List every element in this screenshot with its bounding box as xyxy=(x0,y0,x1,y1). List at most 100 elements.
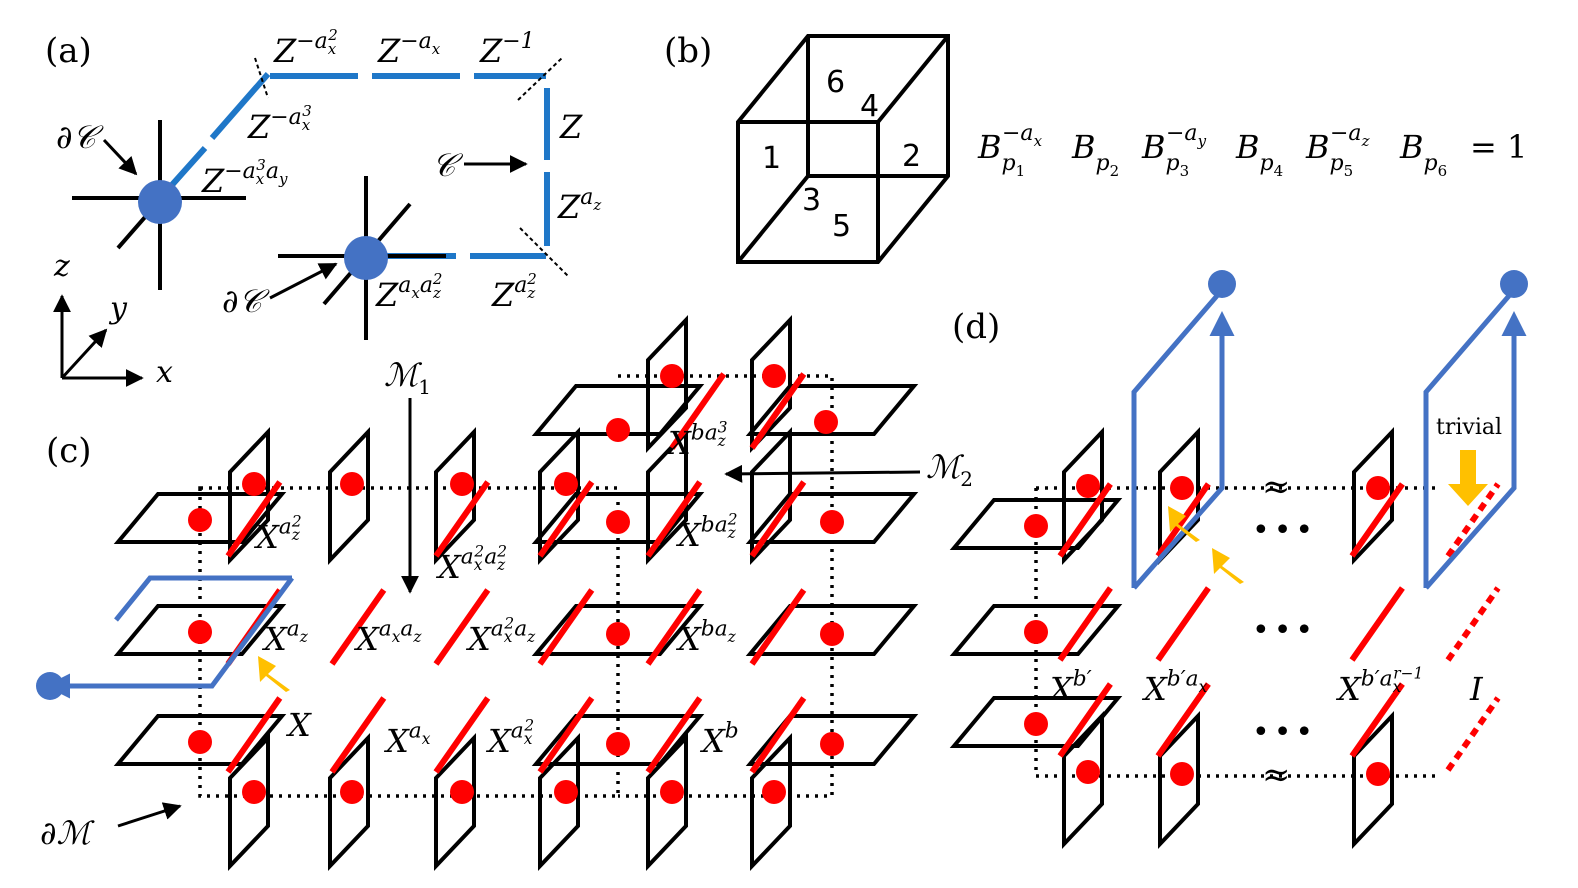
charge-vertical-bottom-1 xyxy=(242,780,266,804)
M1-label: ℳ1 xyxy=(384,356,431,399)
plaquette-mid-row3 xyxy=(531,714,705,766)
charge-right-row1 xyxy=(820,510,844,534)
d-charge-vertical-1 xyxy=(1076,474,1100,498)
plaquette-vertical-top-2 xyxy=(328,426,370,566)
d-node-2 xyxy=(1500,270,1528,298)
label-row1-a: Xaz2 xyxy=(253,513,302,556)
red-string-6 xyxy=(669,372,727,450)
equation-exponent-3: −ay xyxy=(1166,121,1207,150)
red-string-7 xyxy=(749,372,807,450)
label-row3-b: Xax xyxy=(383,719,431,760)
equation-term-2: Bp2 xyxy=(1071,128,1119,180)
charge-vertical-top-6 xyxy=(762,364,786,388)
M2-arrow xyxy=(724,464,921,483)
cube-diagram xyxy=(736,34,950,264)
plaquette-vertical-top-5 xyxy=(646,314,688,454)
charge-vertical-top-3 xyxy=(450,472,474,496)
blue-membrane-edge xyxy=(114,575,292,622)
label-row3-c: Xax2 xyxy=(485,717,534,760)
red-string-16 xyxy=(433,696,491,774)
approx-bottom: ≈ xyxy=(1262,755,1291,795)
red-string-11 xyxy=(537,588,595,666)
d-red-string-8 xyxy=(1155,682,1211,758)
plaquette-mid-row2 xyxy=(531,604,705,656)
d-charge-row3 xyxy=(1024,712,1048,736)
axis-x-label: x xyxy=(156,355,173,390)
plaquette-vertical-bottom-5 xyxy=(646,732,688,872)
cube-face-1: 1 xyxy=(762,141,781,176)
d-blue-loop-2-right xyxy=(1424,311,1527,590)
boundary-label-bottom: ∂𝒞 xyxy=(222,282,271,320)
ellipsis-3: ••• xyxy=(1252,715,1317,750)
label-top-c: Xbaz3 xyxy=(665,419,728,462)
cube-face-6: 6 xyxy=(826,65,845,100)
d-trivial-string-2 xyxy=(1445,586,1501,662)
cube-face-3: 3 xyxy=(802,183,821,218)
charge-right-top xyxy=(814,410,838,434)
z-label-top3: Z−1 xyxy=(479,29,535,70)
charge-left-row2 xyxy=(188,620,212,644)
charge-right-row3 xyxy=(820,732,844,756)
plaquette-right-row1 xyxy=(745,492,919,544)
plaquette-vertical-bottom-3 xyxy=(434,732,476,872)
z-label-top1: Z−ax2 xyxy=(273,26,338,70)
boundary-label-top: ∂𝒞 xyxy=(56,118,105,156)
charge-vertical-bottom-6 xyxy=(762,780,786,804)
d-plaquette-row3 xyxy=(949,696,1123,748)
charge-vertical-top-4 xyxy=(554,472,578,496)
plaquette-left-row1 xyxy=(113,492,287,544)
d-red-string-5 xyxy=(1155,586,1211,662)
d-label-4: I xyxy=(1469,670,1484,708)
red-string-18 xyxy=(645,696,703,774)
cube-face-5: 5 xyxy=(832,209,851,244)
red-string-13 xyxy=(749,588,807,666)
panel-b-label: (b) xyxy=(664,31,712,71)
label-row2-d: Xbaz xyxy=(675,617,737,658)
d-red-string-7 xyxy=(1057,682,1113,758)
ellipsis-1: ••• xyxy=(1252,513,1317,548)
d-charge-vertical-6 xyxy=(1366,762,1390,786)
blue-membrane-path xyxy=(45,576,295,699)
equation-exponent-5: −az xyxy=(1330,121,1370,150)
axis-y-label: y xyxy=(108,291,128,326)
charge-vertical-bottom-5 xyxy=(660,780,684,804)
d-label-3: Xb′axr−1 xyxy=(1335,665,1423,708)
z-label-bot2: Zaz2 xyxy=(491,270,537,314)
charge-right-row2 xyxy=(820,622,844,646)
plaquette-left-row3 xyxy=(113,714,287,766)
equation-term-3: Bp3 xyxy=(1141,128,1189,180)
d-charge-vertical-5 xyxy=(1170,762,1194,786)
red-string-12 xyxy=(645,588,703,666)
panel-c-label: (c) xyxy=(46,431,92,471)
yellow-arrow-trivial xyxy=(1448,450,1488,506)
label-row2-a: Xaz xyxy=(261,617,309,658)
plaquette-left-row2 xyxy=(113,604,287,656)
yellow-arrow-c xyxy=(258,656,290,692)
cube-face-2: 2 xyxy=(902,139,921,174)
plaquette-mid-row1 xyxy=(531,492,705,544)
charge-vertical-top-1 xyxy=(242,472,266,496)
red-string-9 xyxy=(329,588,387,666)
plaquette-vertical-top-4 xyxy=(538,426,580,566)
charge-node-1 xyxy=(138,180,182,224)
plaquette-right-top xyxy=(745,384,919,436)
charge-mid-top xyxy=(606,418,630,442)
charge-mid-row2 xyxy=(606,622,630,646)
plaquette-vertical-top-1 xyxy=(228,426,270,566)
d-vertical-bottom-3 xyxy=(1352,710,1394,850)
d-blue-loop-1-right xyxy=(1132,311,1235,590)
d-label-2: Xb′ax xyxy=(1141,667,1208,708)
plaquette-vertical-bottom-4 xyxy=(538,732,580,872)
approx-top: ≈ xyxy=(1262,467,1291,507)
charge-left-row1 xyxy=(188,508,212,532)
charge-vertical-top-5 xyxy=(660,364,684,388)
charge-vertical-bottom-2 xyxy=(340,780,364,804)
d-red-string-9 xyxy=(1349,682,1405,758)
label-row1-c: Xbaz2 xyxy=(675,511,738,554)
red-string-15 xyxy=(329,696,387,774)
label-row1-b: Xax2az2 xyxy=(435,543,507,586)
d-plaquette-row1 xyxy=(949,498,1123,550)
